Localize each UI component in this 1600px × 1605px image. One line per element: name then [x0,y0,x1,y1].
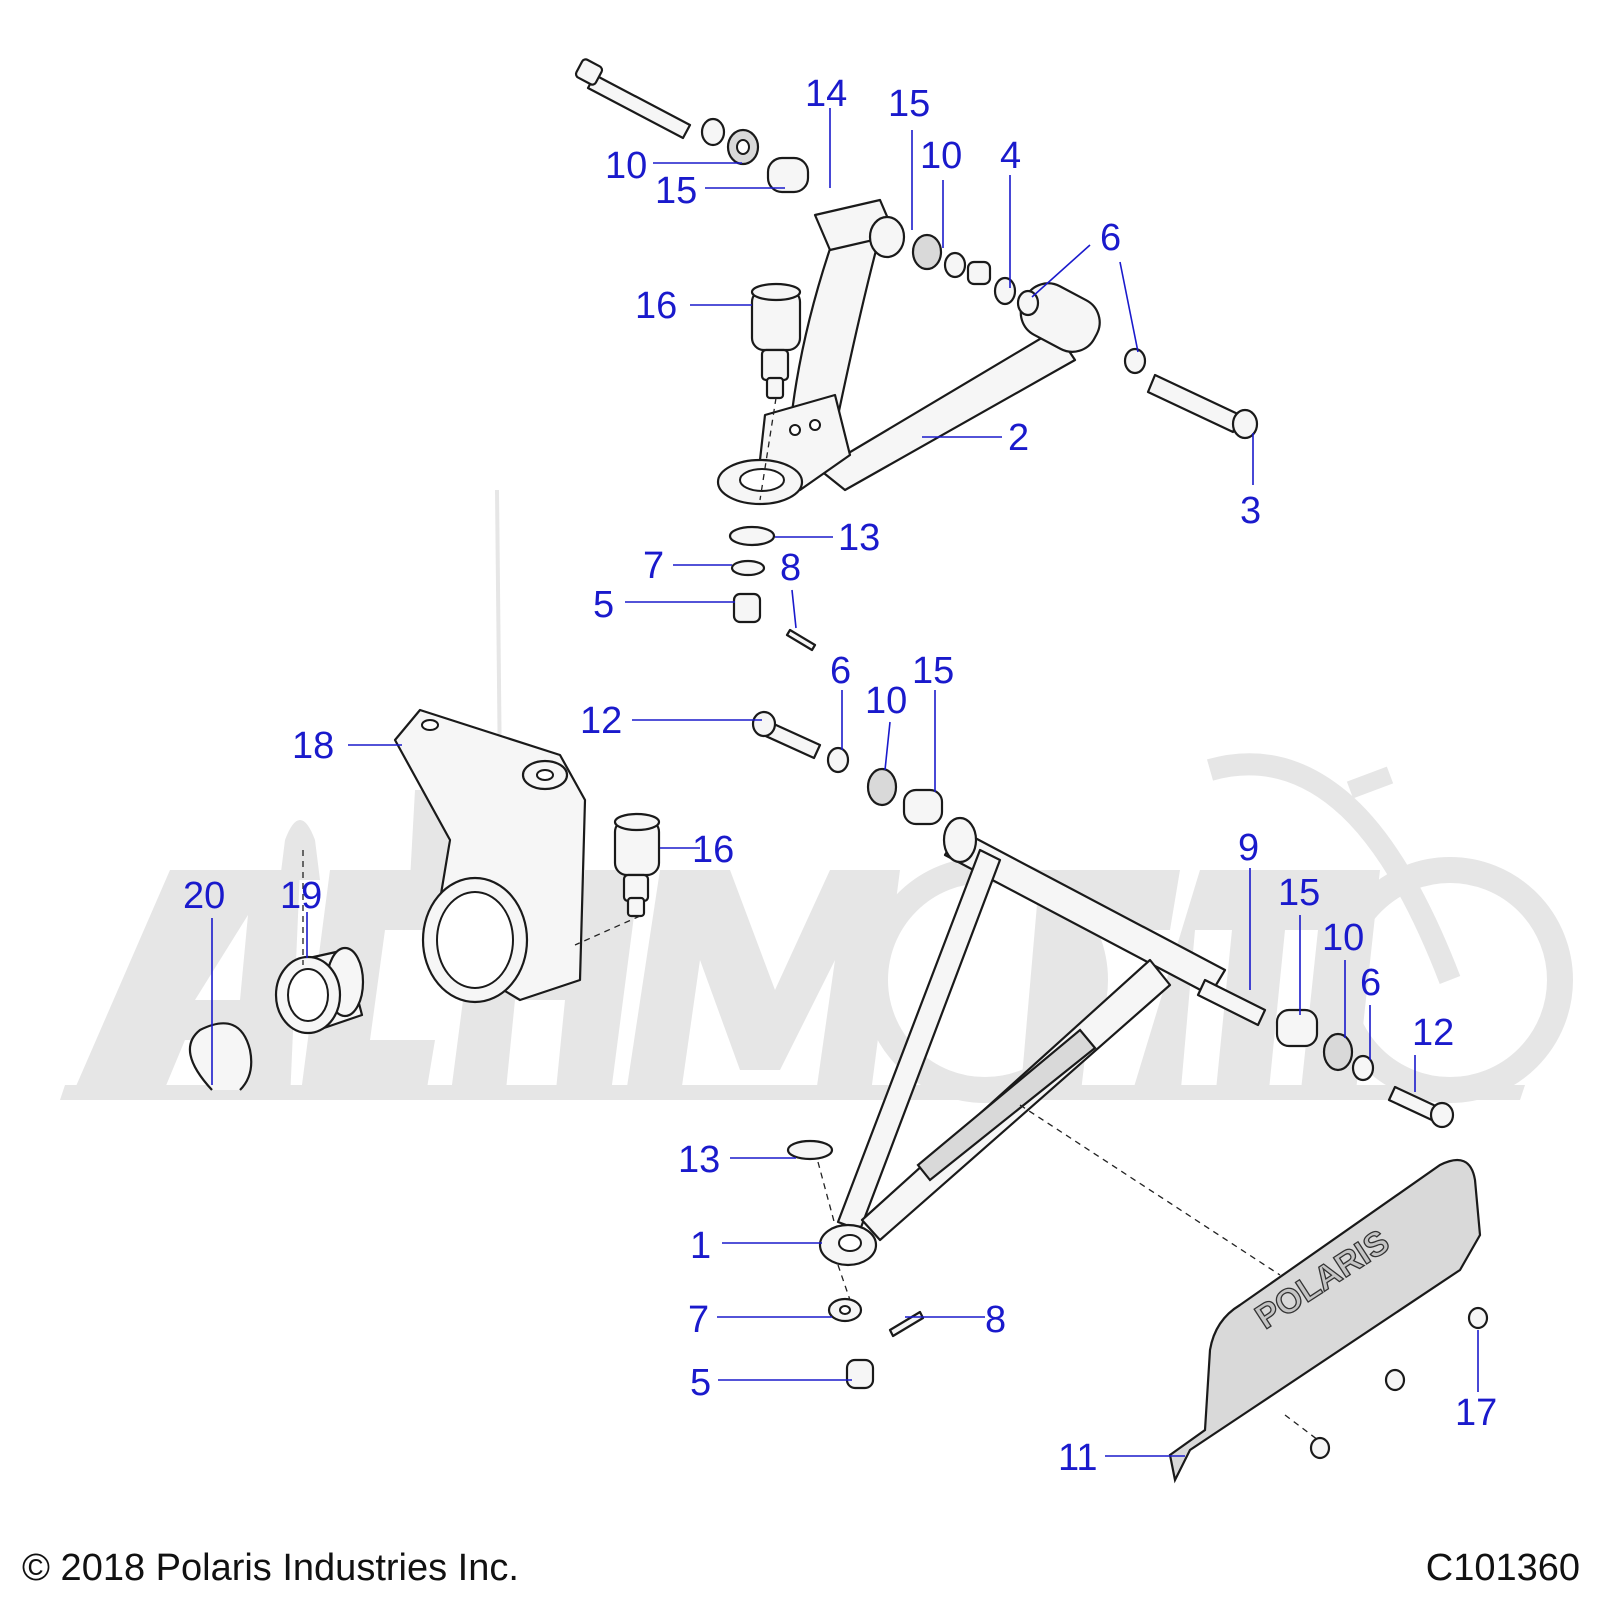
callout-12: 12 [580,700,622,742]
upper-pivot-bolt [574,58,692,140]
callout-1: 1 [690,1225,711,1267]
callout-10: 10 [920,135,962,177]
snap-ring-13-lower [786,1139,834,1161]
callout-11: 11 [1058,1437,1097,1479]
callout-15: 15 [1278,872,1320,914]
callout-3: 3 [1240,490,1261,532]
callout-8: 8 [985,1299,1006,1341]
cotter-pin-8-lower [888,1310,925,1338]
callout-16: 16 [692,829,734,871]
callout-13: 13 [678,1139,720,1181]
bushing-10-lower-right [1322,1032,1354,1072]
steering-knuckle [393,708,587,1004]
circlip-20 [188,1022,253,1091]
ball-joint-lower [613,812,661,918]
callout-18: 18 [292,725,334,767]
nut-4 [993,276,1017,306]
a-arm-guard: POLARIS [1168,1158,1482,1484]
washer-10-upper [700,117,726,147]
castle-nut-5-lower [845,1358,875,1390]
washer-6-lower-right [1351,1054,1375,1082]
callout-16: 16 [635,285,677,327]
callout-5: 5 [690,1362,711,1404]
callout-labels: 10 15 14 15 10 4 6 16 2 3 13 7 8 5 6 10 … [183,73,1497,1479]
callout-20: 20 [183,875,225,917]
castle-nut-5-upper [732,592,762,624]
bushing-15-lower-right [1275,1008,1319,1048]
callout-6: 6 [1360,962,1381,1004]
washer-upper-right [943,251,967,279]
screws-17 [1309,1306,1489,1460]
callout-8: 8 [780,547,801,589]
callout-10: 10 [605,145,647,187]
sleeve-14 [766,156,810,194]
callout-4: 4 [1000,135,1021,177]
cotter-pin-8-upper [785,628,817,652]
callout-7: 7 [688,1299,709,1341]
wheel-bearing [274,946,365,1035]
bushing-10-upper-right [911,233,943,271]
bushing-15-lower-left [902,788,944,826]
washer-7-upper [730,559,766,577]
callout-7: 7 [643,545,664,587]
bolt-12-lower [1387,1085,1455,1129]
snap-ring-13-upper [728,525,776,547]
callout-14: 14 [805,73,847,115]
callout-17: 17 [1455,1392,1497,1434]
bolt-12-upper [751,710,822,760]
callout-15: 15 [655,170,697,212]
leader-lines [211,108,1479,1457]
callout-10: 10 [1322,917,1364,959]
callout-12: 12 [1412,1012,1454,1054]
bolt-3 [1146,373,1259,440]
callout-19: 19 [280,875,322,917]
callout-9: 9 [1238,827,1259,869]
lower-a-arm [818,816,1267,1267]
callout-15: 15 [888,83,930,125]
bushing-10-lower-left [866,767,898,807]
spacer-upper [966,260,992,286]
callout-13: 13 [838,517,880,559]
callout-5: 5 [593,584,614,626]
washer-7-lower [827,1297,863,1323]
ball-joint-upper [750,282,802,400]
callout-6: 6 [1100,217,1121,259]
callout-15: 15 [912,650,954,692]
upper-a-arm [716,198,1101,506]
callout-6: 6 [830,650,851,692]
callout-10: 10 [865,680,907,722]
washer-6-upper-b [1123,347,1147,375]
callout-2: 2 [1008,417,1029,459]
washer-6-lower-left [826,746,850,774]
assembly-lines [302,397,1319,1441]
figure-code: C101360 [1425,1547,1580,1589]
copyright-notice: © 2018 Polaris Industries Inc. [22,1547,519,1589]
